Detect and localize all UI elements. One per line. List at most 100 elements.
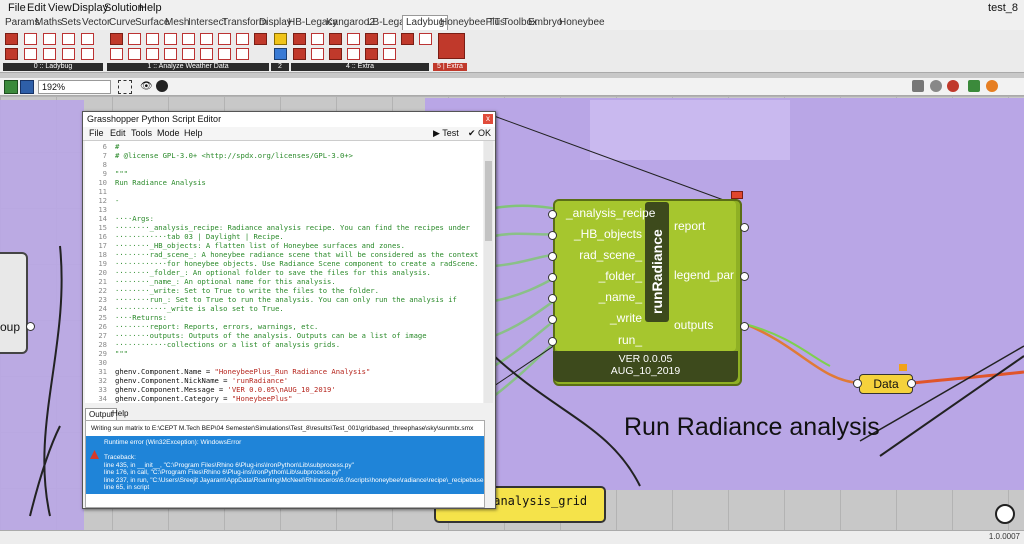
degree-days-icon[interactable] — [200, 33, 213, 45]
tab-mesh[interactable]: Mesh — [165, 17, 190, 28]
selected-preview-icon[interactable] — [968, 80, 980, 92]
shaded-preview-icon[interactable] — [947, 80, 959, 92]
menu-edit[interactable]: Edit — [27, 2, 46, 14]
window-shade-icon[interactable] — [383, 48, 396, 60]
output-report[interactable]: report — [674, 219, 706, 233]
menu-solution[interactable]: Solution — [104, 2, 144, 14]
ribbon-group-2-label[interactable]: 2 — [271, 63, 289, 71]
port-in-5[interactable] — [548, 315, 557, 324]
tab-surface[interactable]: Surface — [135, 17, 170, 28]
temperature-icon[interactable] — [218, 48, 231, 60]
sky-icon[interactable] — [146, 33, 159, 45]
port-in-2[interactable] — [548, 252, 557, 261]
extra-tools-icon[interactable] — [438, 33, 465, 59]
test-button[interactable]: ▶ Test — [433, 128, 459, 138]
editor-menu-file[interactable]: File — [89, 128, 104, 138]
data-param-node[interactable]: Data — [859, 374, 913, 394]
ribbon-group-4-label[interactable]: 4 :: Extra — [291, 63, 429, 71]
color-legend-icon[interactable] — [274, 33, 287, 45]
editor-menu-tools[interactable]: Tools — [131, 128, 153, 138]
dmc-icon[interactable] — [236, 48, 249, 60]
input-hb-objects[interactable]: _HB_objects — [573, 227, 642, 241]
table-icon[interactable] — [43, 48, 56, 60]
port-in-4[interactable] — [548, 294, 557, 303]
location-icon[interactable] — [43, 33, 56, 45]
port-out-0[interactable] — [740, 223, 749, 232]
port-in-6[interactable] — [548, 337, 557, 346]
solar-fan-icon[interactable] — [365, 33, 378, 45]
chart-icon[interactable] — [24, 48, 37, 60]
scrollbar-thumb[interactable] — [485, 161, 492, 241]
menu-help[interactable]: Help — [139, 2, 162, 14]
tab-maths[interactable]: Maths — [35, 17, 63, 28]
radiation-analysis-icon[interactable] — [293, 48, 306, 60]
tab-tt-toolbox[interactable]: TT Toolbox — [488, 17, 538, 28]
shadow-study-icon[interactable] — [347, 33, 360, 45]
sketch-icon[interactable] — [156, 80, 168, 92]
tab-curve[interactable]: Curve — [109, 17, 136, 28]
sunlight-hours-icon[interactable] — [329, 33, 342, 45]
grid-icon[interactable] — [81, 33, 94, 45]
python-script-editor-window[interactable]: Grasshopper Python Script Editor x File … — [82, 111, 496, 509]
sunpath-icon[interactable] — [110, 48, 123, 60]
comfort-icon[interactable] — [182, 33, 195, 45]
input-name[interactable]: _name_ — [598, 290, 642, 304]
visibility-icon[interactable] — [329, 48, 342, 60]
input-analysis-recipe[interactable]: _analysis_recipe — [566, 206, 656, 220]
tab-honeybee[interactable]: Honeybee — [559, 17, 605, 28]
editor-menu-edit[interactable]: Edit — [110, 128, 126, 138]
wireframe-icon[interactable] — [930, 80, 942, 92]
solar-envelope-icon[interactable] — [383, 33, 396, 45]
left-node-output-port[interactable] — [26, 322, 35, 331]
zoom-select[interactable]: 192% — [38, 80, 111, 94]
tab-vector[interactable]: Vector — [82, 17, 111, 28]
output-legend-par[interactable]: legend_par — [674, 268, 735, 282]
ribbon-group-1-label[interactable]: 1 :: Analyze Weather Data — [107, 63, 269, 71]
output-outputs[interactable]: outputs — [674, 318, 714, 332]
monthly-chart-icon[interactable] — [236, 33, 249, 45]
close-icon[interactable]: x — [483, 114, 493, 124]
open-file-icon[interactable] — [4, 80, 18, 94]
menu-file[interactable]: File — [8, 2, 26, 14]
mesh-settings-icon[interactable] — [986, 80, 998, 92]
editor-menu-help[interactable]: Help — [184, 128, 203, 138]
radiation-icon[interactable] — [164, 33, 177, 45]
tab-kangaroo2[interactable]: Kangaroo2 — [326, 17, 375, 28]
tab-transform[interactable]: Transform — [222, 17, 268, 28]
preview-mode-icon[interactable] — [912, 80, 924, 92]
menu-view[interactable]: View — [48, 2, 72, 14]
menu-display[interactable]: Display — [72, 2, 109, 14]
surface-temp-icon[interactable] — [419, 33, 432, 45]
save-icon[interactable] — [20, 80, 34, 94]
view-analysis-icon[interactable] — [293, 33, 306, 45]
tab-help[interactable]: Help — [112, 409, 129, 418]
sun-icon[interactable] — [62, 33, 75, 45]
shade-icon[interactable] — [254, 33, 267, 45]
tab-ladybug[interactable]: Ladybug — [402, 15, 449, 30]
ladybug-icon[interactable] — [5, 33, 18, 45]
port-in-3[interactable] — [548, 273, 557, 282]
code-editor[interactable]: 6#7# @license GPL-3.0+ <http://spdx.org/… — [85, 141, 483, 403]
filter-icon[interactable] — [81, 48, 94, 60]
code-scrollbar[interactable] — [484, 141, 493, 403]
thermal-map-icon[interactable] — [347, 48, 360, 60]
input-write[interactable]: _write — [609, 311, 642, 325]
tab-output[interactable]: Output — [85, 408, 118, 421]
data-output-port[interactable] — [907, 379, 916, 388]
input-folder[interactable]: _folder_ — [598, 269, 642, 283]
tab-honeybeeplus[interactable]: HoneybeePlus — [440, 17, 506, 28]
input-rad-scene[interactable]: rad_scene_ — [579, 248, 642, 262]
average-icon[interactable] — [128, 48, 141, 60]
tab-display[interactable]: Display — [259, 17, 292, 28]
hourly-plot-icon[interactable] — [218, 33, 231, 45]
left-group-node[interactable] — [0, 252, 28, 354]
port-out-2[interactable] — [740, 322, 749, 331]
parallel-shade-icon[interactable] — [365, 48, 378, 60]
calendar-icon[interactable] — [62, 48, 75, 60]
color-range-icon[interactable] — [274, 48, 287, 60]
data-input-port[interactable] — [853, 379, 862, 388]
sky-mask-icon[interactable] — [311, 48, 324, 60]
ok-button[interactable]: ✔ OK — [468, 128, 492, 138]
humidity-icon[interactable] — [182, 48, 195, 60]
dew-point-icon[interactable] — [164, 48, 177, 60]
